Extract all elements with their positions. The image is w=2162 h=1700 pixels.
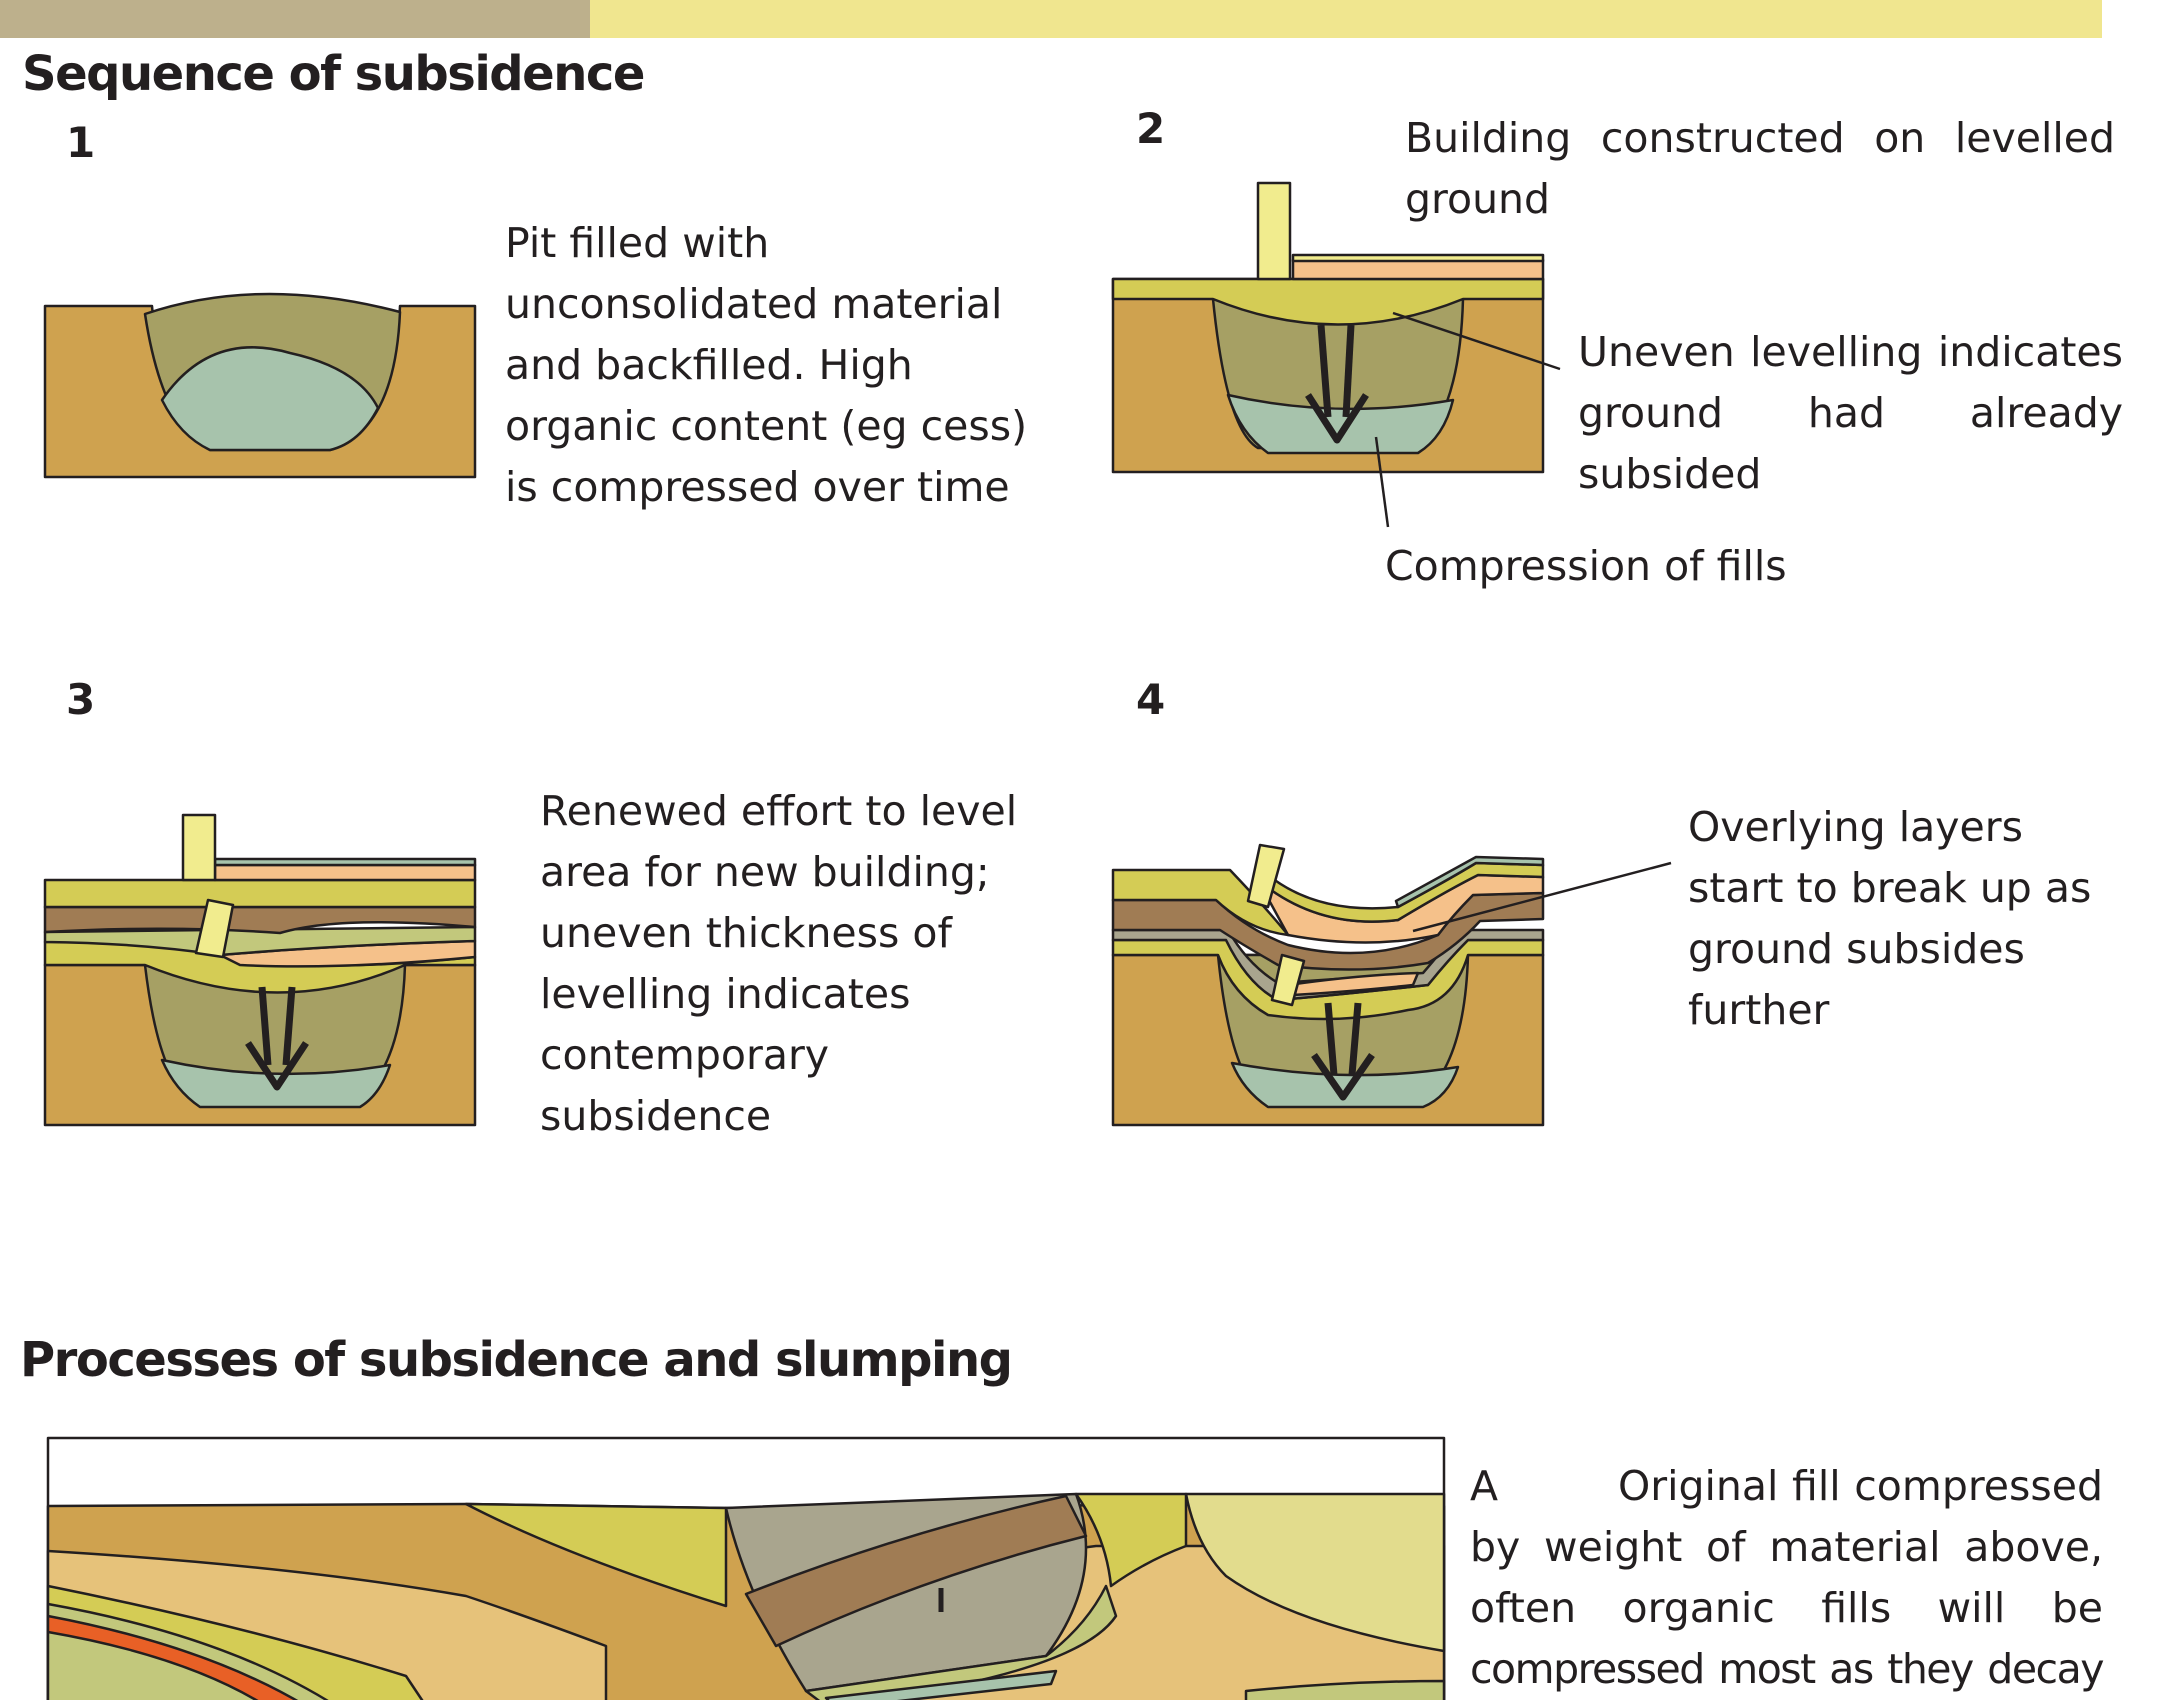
building-floor: [1291, 253, 1545, 263]
thin-green-layer: [43, 925, 477, 957]
caption-line: contemporary: [540, 1031, 830, 1079]
right-pit: [1074, 1492, 1188, 1588]
cut-band: [744, 1494, 1088, 1648]
organic-fill: [1226, 393, 1455, 455]
section-title-processes: Processes of subsidence and slumping: [20, 1332, 1013, 1388]
caption-line: Renewed effort to level: [540, 787, 1018, 835]
upper-levelling: [43, 878, 477, 909]
upper-top-line: [1394, 855, 1545, 909]
left-red: [46, 1614, 299, 1700]
caption-line: is compressed over time: [505, 463, 1010, 511]
label-line: ground had already: [1578, 389, 2123, 437]
step-1-diagram: [43, 292, 477, 479]
brown-layer: [43, 905, 477, 935]
levelling-layer: [1111, 277, 1545, 326]
section-title-sequence: Sequence of subsidence: [22, 46, 645, 102]
slope-fill: [464, 1502, 728, 1608]
header-bar-right: [590, 0, 2102, 38]
label-line: Uneven levelling indicates: [1578, 328, 2123, 376]
caption-line: uneven thickness of: [540, 909, 952, 957]
caption-line: Pit filled with: [505, 219, 770, 267]
building-peach-floor: [1291, 258, 1545, 281]
caption-line: ground: [1405, 175, 1551, 223]
organic-fill: [1230, 1061, 1460, 1109]
caption-line: and backfilled. High: [505, 341, 913, 389]
caption-line: subsidence: [540, 1092, 772, 1140]
label-line: subsided: [1578, 450, 1762, 498]
step-number-2: 2: [1136, 104, 1166, 153]
organic-fill: [160, 346, 380, 452]
building-wall-old: [1270, 953, 1306, 1007]
process-line: Original fill compressed: [1618, 1462, 2103, 1510]
step-number-4: 4: [1136, 675, 1166, 724]
peach-layer-mid: [1286, 971, 1420, 997]
process-line: often organic fills will be: [1470, 1584, 2103, 1632]
caption-line: unconsolidated material: [505, 280, 1003, 328]
subsidence-arrow-icon: [245, 986, 309, 1091]
upper-levelling: [1111, 868, 1290, 937]
leader-line-levelling: [1392, 311, 1561, 371]
step-4-diagram: [1111, 843, 1672, 1127]
building-wall: [1256, 181, 1292, 281]
caption-line: further: [1688, 986, 1830, 1034]
upper-levelling-right: [1256, 861, 1545, 923]
brown-layer: [1111, 891, 1545, 971]
building-wall-old: [194, 898, 235, 959]
building-wall-new: [181, 813, 217, 882]
leader-line-overlying: [1412, 861, 1672, 933]
step-number-3: 3: [66, 675, 96, 724]
process-letter-a: A: [1470, 1462, 1499, 1510]
caption-line: levelling indicates: [540, 970, 911, 1018]
process-line: by weight of material above,: [1470, 1523, 2103, 1571]
caption-line: area for new building;: [540, 848, 990, 896]
step-3-diagram: [43, 813, 477, 1127]
step-2-diagram: [1111, 181, 1561, 528]
leader-line-compression: [1374, 436, 1390, 528]
label-compression-of-fills: Compression of fills: [1385, 542, 1787, 590]
subsidence-arrow-icon: [1311, 1002, 1375, 1101]
process-line: compressed most as they decay: [1470, 1645, 2105, 1693]
right-pale-fill: [1184, 1492, 1446, 1653]
caption-line: Building constructed on levelled: [1405, 114, 2115, 162]
upper-peach: [213, 863, 477, 882]
caption-line: organic content (eg cess): [505, 402, 1028, 450]
step-number-1: 1: [66, 118, 96, 167]
processes-diagram: [46, 1436, 1446, 1700]
caption-line: start to break up as: [1688, 864, 2092, 912]
subsidence-arrow-icon: [1305, 324, 1369, 444]
building-wall-new: [1246, 843, 1286, 909]
upper-floor: [213, 857, 477, 867]
header-bar-left: [0, 0, 590, 38]
caption-line: Overlying layers: [1688, 803, 2023, 851]
caption-line: ground subsides: [1688, 925, 2025, 973]
